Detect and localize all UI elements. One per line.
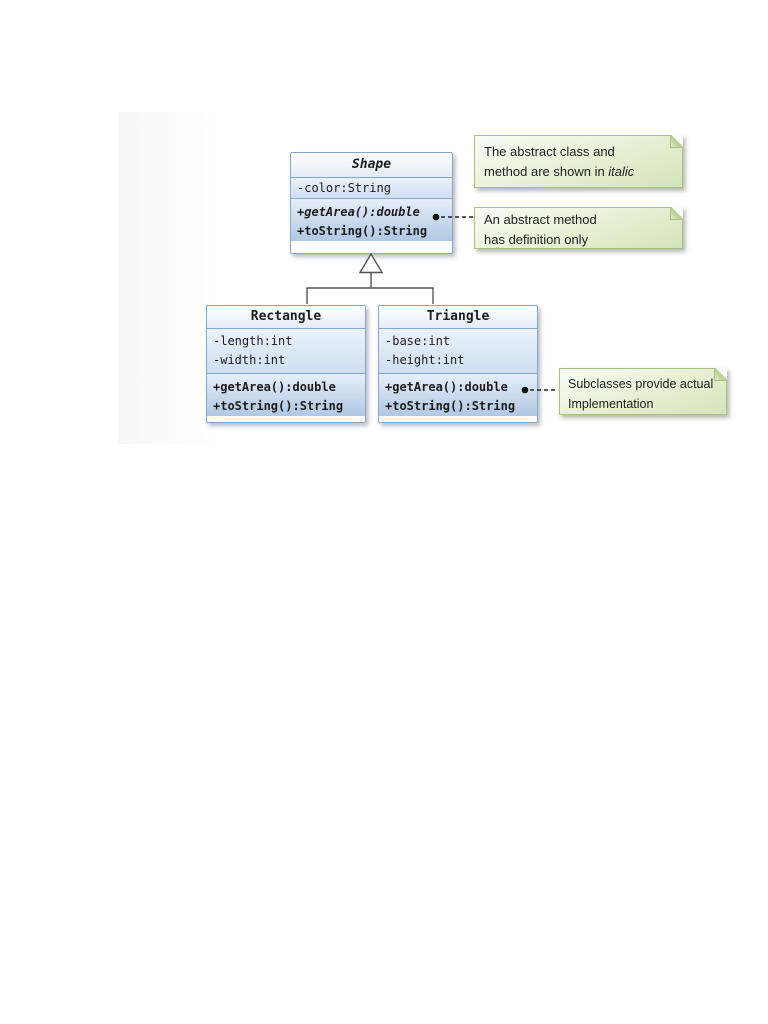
class-shape-attr-color: -color:String — [297, 181, 391, 195]
class-triangle-attributes: -base:int -height:int — [379, 329, 537, 374]
class-triangle-methods: +getArea():double +toString():String — [379, 374, 537, 416]
note-line: Subclasses provide actual — [568, 377, 714, 391]
class-shape-method-tostring: +toString():String — [297, 224, 428, 238]
note-line: The abstract class and — [484, 144, 615, 159]
class-rectangle-methods: +getArea():double +toString():String — [207, 374, 365, 416]
class-triangle-method-getarea: +getArea():double — [385, 380, 508, 394]
class-rectangle-title: Rectangle — [207, 306, 365, 329]
class-shape-methods: +getArea():double +toString():String — [291, 199, 452, 241]
class-rectangle-attr-length: -length:int — [213, 334, 293, 348]
class-triangle-method-tostring: +toString():String — [385, 399, 516, 413]
class-rectangle-method-tostring: +toString():String — [213, 399, 344, 413]
italic-word: italic — [608, 164, 635, 179]
class-triangle-attr-base: -base:int — [385, 334, 451, 348]
class-rectangle-method-getarea: +getArea():double — [213, 380, 336, 394]
note-line: method are shown in italic — [484, 164, 635, 179]
inheritance-branch-line — [306, 287, 434, 304]
note-fold-corner-icon — [670, 135, 683, 148]
scan-artifact-region — [118, 112, 222, 444]
class-shape-title: Shape — [291, 153, 452, 178]
class-triangle: Triangle -base:int -height:int +getArea(… — [378, 305, 538, 423]
class-triangle-attr-height: -height:int — [385, 352, 465, 367]
class-shape: Shape -color:String +getArea():double +t… — [290, 152, 453, 254]
note-subclasses-implementation: Subclasses provide actual Implementation — [559, 368, 727, 415]
note-fold-corner-icon — [714, 368, 727, 381]
note-abstract-class-italic: The abstract class and method are shown … — [474, 135, 683, 188]
note-line: has definition only — [484, 232, 589, 247]
note-abstract-method: An abstract method has definition only — [474, 207, 683, 249]
class-shape-method-getarea: +getArea():double — [297, 205, 420, 219]
class-shape-attributes: -color:String — [291, 178, 452, 199]
class-rectangle-attr-width: -width:int — [213, 352, 286, 367]
note-line: Implementation — [568, 397, 654, 411]
class-rectangle-attributes: -length:int -width:int — [207, 329, 365, 374]
class-triangle-title: Triangle — [379, 306, 537, 329]
inheritance-triangle-arrow-icon — [358, 252, 384, 274]
note-line: An abstract method — [484, 212, 597, 227]
note-fold-corner-icon — [670, 207, 683, 220]
class-rectangle: Rectangle -length:int -width:int +getAre… — [206, 305, 366, 423]
